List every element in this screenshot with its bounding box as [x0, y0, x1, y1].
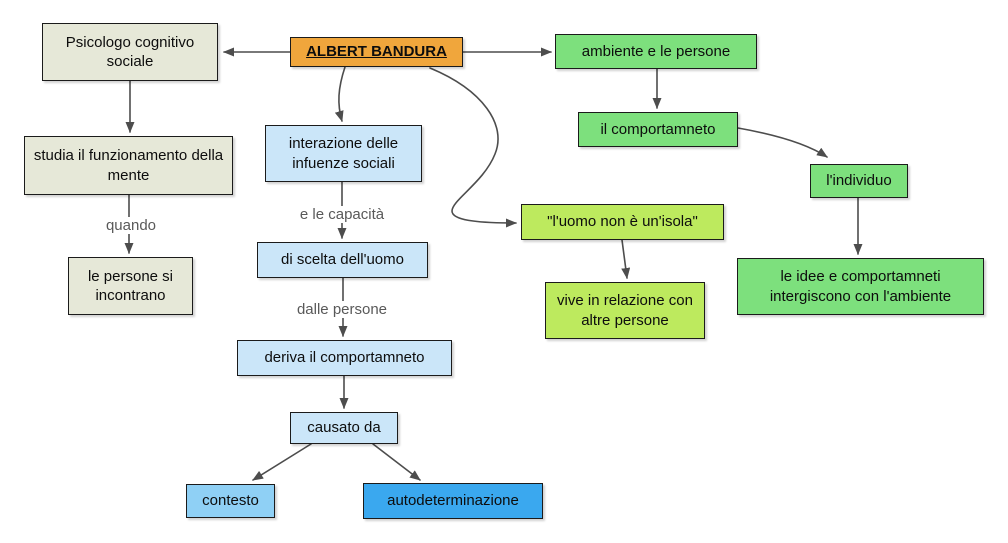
node-interazione-delle-infuenze[interactable]: interazione delle infuenze sociali: [265, 125, 422, 182]
node-vive-in-relazione[interactable]: vive in relazione con altre persone: [545, 282, 705, 339]
arrow-causato-to-contesto: [252, 443, 312, 481]
arrow-causato-to-autodeterminazione: [372, 443, 421, 481]
arrow-bandura-to-interazione: [334, 66, 346, 122]
node-di-scelta-dell-uomo[interactable]: di scelta dell'uomo: [257, 242, 428, 278]
node-il-comportamneto[interactable]: il comportamneto: [578, 112, 738, 147]
edge-label-quando[interactable]: quando: [100, 217, 162, 234]
arrow-bandura-to-uomo-isola: [429, 67, 517, 228]
edge-label-e-le-capacita[interactable]: e le capacità: [294, 206, 390, 223]
node-psicologo-cognitivo-sociale[interactable]: Psicologo cognitivo sociale: [42, 23, 218, 81]
arrow-uomo-isola-to-vive: [621, 239, 631, 279]
node-autodeterminazione[interactable]: autodeterminazione: [363, 483, 543, 519]
node-ambiente-e-le-persone[interactable]: ambiente e le persone: [555, 34, 757, 69]
node-causato-da[interactable]: causato da: [290, 412, 398, 444]
node-albert-bandura[interactable]: ALBERT BANDURA: [290, 37, 463, 67]
node-le-persone-si-incontrano[interactable]: le persone si incontrano: [68, 257, 193, 315]
node-contesto[interactable]: contesto: [186, 484, 275, 518]
node-studia-il-funzionamento[interactable]: studia il funzionamento della mente: [24, 136, 233, 195]
node-l-uomo-non-e-un-isola[interactable]: "l'uomo non è un'isola": [521, 204, 724, 240]
edge-label-dalle-persone[interactable]: dalle persone: [291, 301, 393, 318]
node-deriva-il-comportamneto[interactable]: deriva il comportamneto: [237, 340, 452, 376]
node-l-individuo[interactable]: l'individuo: [810, 164, 908, 198]
node-le-idee-e-comportamneti[interactable]: le idee e comportamneti intergiscono con…: [737, 258, 984, 315]
arrow-comportamneto-to-individuo: [737, 127, 828, 158]
